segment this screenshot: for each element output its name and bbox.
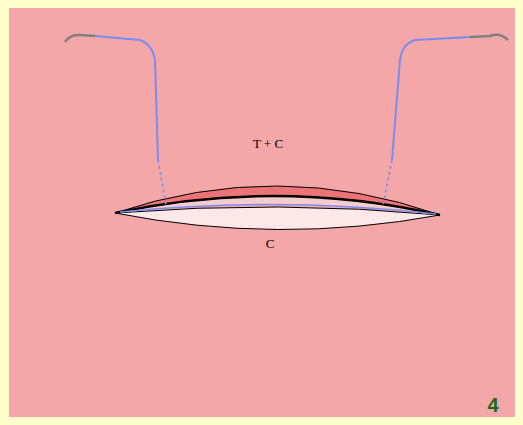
background-panel <box>9 8 515 417</box>
region-label: C <box>266 237 275 250</box>
wire-end <box>470 35 508 40</box>
electrode-wire <box>95 36 158 160</box>
electrode-wire <box>392 37 470 160</box>
electrode-tip <box>158 160 166 205</box>
wire-end <box>65 35 95 42</box>
lens-arc <box>115 196 440 215</box>
region-label: T + C <box>253 137 283 150</box>
figure-number: 4 <box>487 395 498 415</box>
electrode-tip <box>383 160 392 205</box>
lens-line <box>120 204 436 214</box>
lens-lower <box>115 207 440 230</box>
